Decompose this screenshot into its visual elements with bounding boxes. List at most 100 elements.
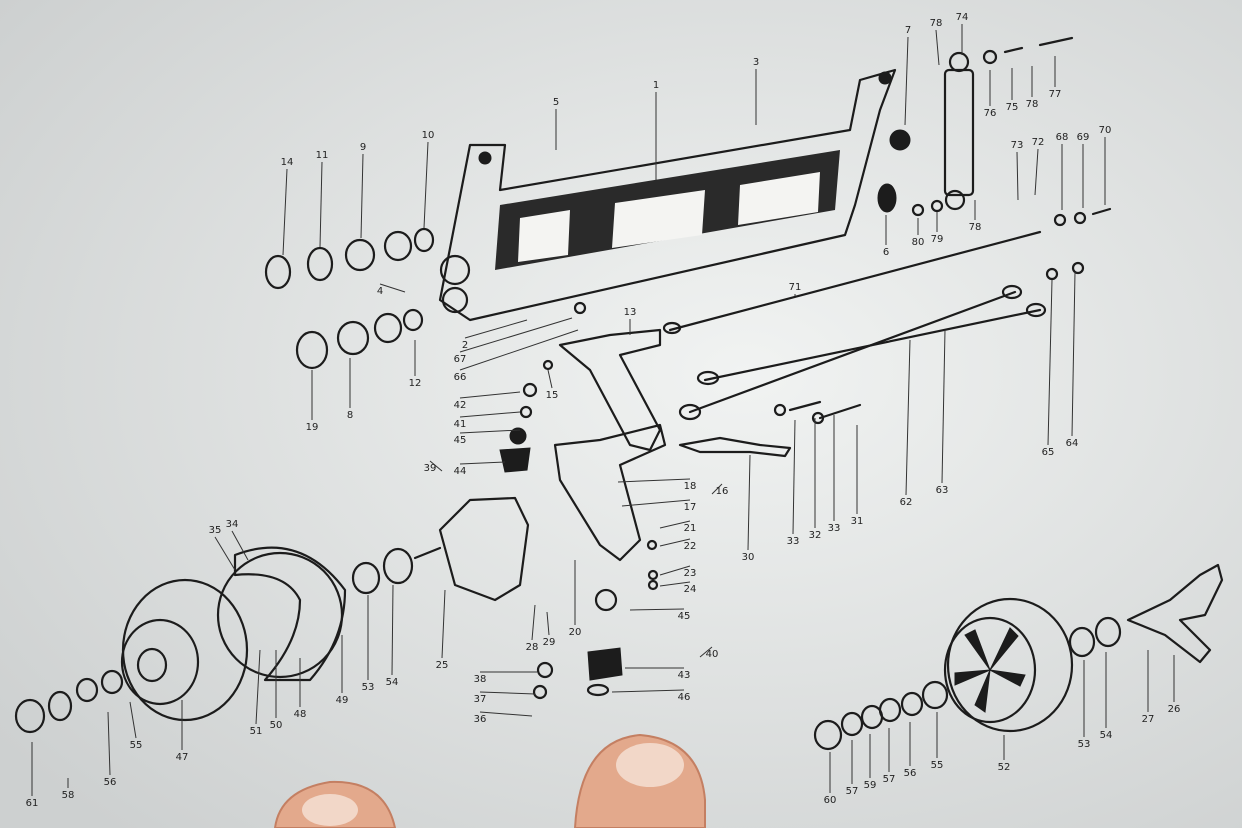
part-label-4: 4 — [377, 286, 383, 297]
part-label-20: 20 — [569, 627, 582, 638]
part-label-10: 10 — [422, 130, 435, 141]
tie-rods — [662, 230, 1047, 421]
part-label-48: 48 — [294, 709, 307, 720]
part-label-53: 53 — [1078, 739, 1091, 750]
part-label-54: 54 — [386, 677, 399, 688]
leader-line-40 — [699, 646, 713, 658]
leader-line-56 — [107, 711, 111, 776]
part-label-11: 11 — [316, 150, 329, 161]
part-label-23: 23 — [684, 568, 697, 579]
leader-lines — [31, 24, 1175, 796]
ball-joints — [499, 427, 623, 697]
leader-line-29 — [546, 611, 550, 636]
part-label-55: 55 — [130, 740, 143, 751]
leader-line-36 — [479, 711, 533, 717]
part-label-18: 18 — [684, 481, 697, 492]
part-label-30: 30 — [742, 552, 755, 563]
leader-line-45 — [629, 608, 685, 611]
part-label-26: 26 — [1168, 704, 1181, 715]
part-label-9: 9 — [360, 142, 366, 153]
leader-line-51 — [255, 649, 261, 725]
leader-line-37 — [479, 691, 536, 695]
part-label-45: 45 — [678, 611, 691, 622]
part-label-7: 7 — [905, 25, 911, 36]
part-label-12: 12 — [409, 378, 422, 389]
fingers-photo-foreground — [273, 733, 706, 828]
part-label-37: 37 — [474, 694, 487, 705]
part-label-8: 8 — [347, 410, 353, 421]
leader-line-54 — [391, 584, 394, 676]
part-label-72: 72 — [1032, 137, 1045, 148]
part-label-75: 75 — [1006, 102, 1019, 113]
part-label-44: 44 — [454, 466, 467, 477]
part-label-32: 32 — [809, 530, 822, 541]
part-label-39: 39 — [424, 463, 437, 474]
leader-line-72 — [1034, 148, 1039, 196]
part-label-27: 27 — [1142, 714, 1155, 725]
leader-line-35 — [214, 536, 236, 571]
leader-line-15 — [547, 369, 553, 389]
part-label-78: 78 — [969, 222, 982, 233]
part-label-70: 70 — [1099, 125, 1112, 136]
part-label-40: 40 — [706, 649, 719, 660]
leader-line-73 — [1016, 151, 1019, 201]
part-label-3: 3 — [753, 57, 759, 68]
part-label-73: 73 — [1011, 140, 1024, 151]
part-label-25: 25 — [436, 660, 449, 671]
part-label-69: 69 — [1077, 132, 1090, 143]
axle-beam — [438, 68, 897, 322]
leader-line-45 — [459, 429, 521, 434]
small-hardware — [519, 129, 1112, 700]
leader-line-9 — [360, 153, 364, 239]
part-label-33: 33 — [787, 536, 800, 547]
part-label-19: 19 — [306, 422, 319, 433]
part-label-47: 47 — [176, 752, 189, 763]
part-label-13: 13 — [624, 307, 637, 318]
leader-line-62 — [905, 339, 911, 496]
part-label-74: 74 — [956, 12, 969, 23]
leader-line-30 — [747, 454, 751, 551]
part-label-5: 5 — [553, 97, 559, 108]
leader-line-10 — [423, 141, 429, 229]
leader-line-25 — [441, 589, 446, 659]
part-label-35: 35 — [209, 525, 222, 536]
part-label-15: 15 — [546, 390, 559, 401]
part-label-56: 56 — [104, 777, 117, 788]
part-label-49: 49 — [336, 695, 349, 706]
leader-line-7 — [904, 36, 909, 126]
leader-line-24 — [659, 581, 691, 587]
leader-line-28 — [531, 604, 536, 641]
bushing-group — [264, 227, 435, 370]
leader-line-63 — [941, 329, 946, 484]
leader-line-22 — [659, 538, 691, 547]
part-label-2: 2 — [462, 340, 468, 351]
part-label-43: 43 — [678, 670, 691, 681]
part-label-14: 14 — [281, 157, 294, 168]
steering-knuckle — [351, 496, 530, 602]
leader-line-39 — [429, 460, 443, 472]
part-label-28: 28 — [526, 642, 539, 653]
part-label-61: 61 — [26, 798, 39, 809]
part-label-52: 52 — [998, 762, 1011, 773]
part-label-78: 78 — [930, 18, 943, 29]
part-label-57: 57 — [883, 774, 896, 785]
leader-line-18 — [617, 478, 691, 483]
leader-line-65 — [1047, 279, 1053, 446]
leader-line-55 — [129, 701, 137, 739]
part-label-29: 29 — [543, 637, 556, 648]
part-label-78: 78 — [1026, 99, 1039, 110]
leader-line-16 — [711, 483, 723, 495]
leader-line-78 — [935, 29, 940, 66]
left-brake-disc — [14, 546, 347, 734]
leader-line-67 — [459, 317, 573, 353]
part-label-65: 65 — [1042, 447, 1055, 458]
part-label-16: 16 — [716, 486, 729, 497]
part-label-17: 17 — [684, 502, 697, 513]
leader-line-42 — [459, 391, 521, 399]
part-label-76: 76 — [984, 108, 997, 119]
part-label-64: 64 — [1066, 438, 1079, 449]
shock-absorber — [943, 36, 1074, 211]
